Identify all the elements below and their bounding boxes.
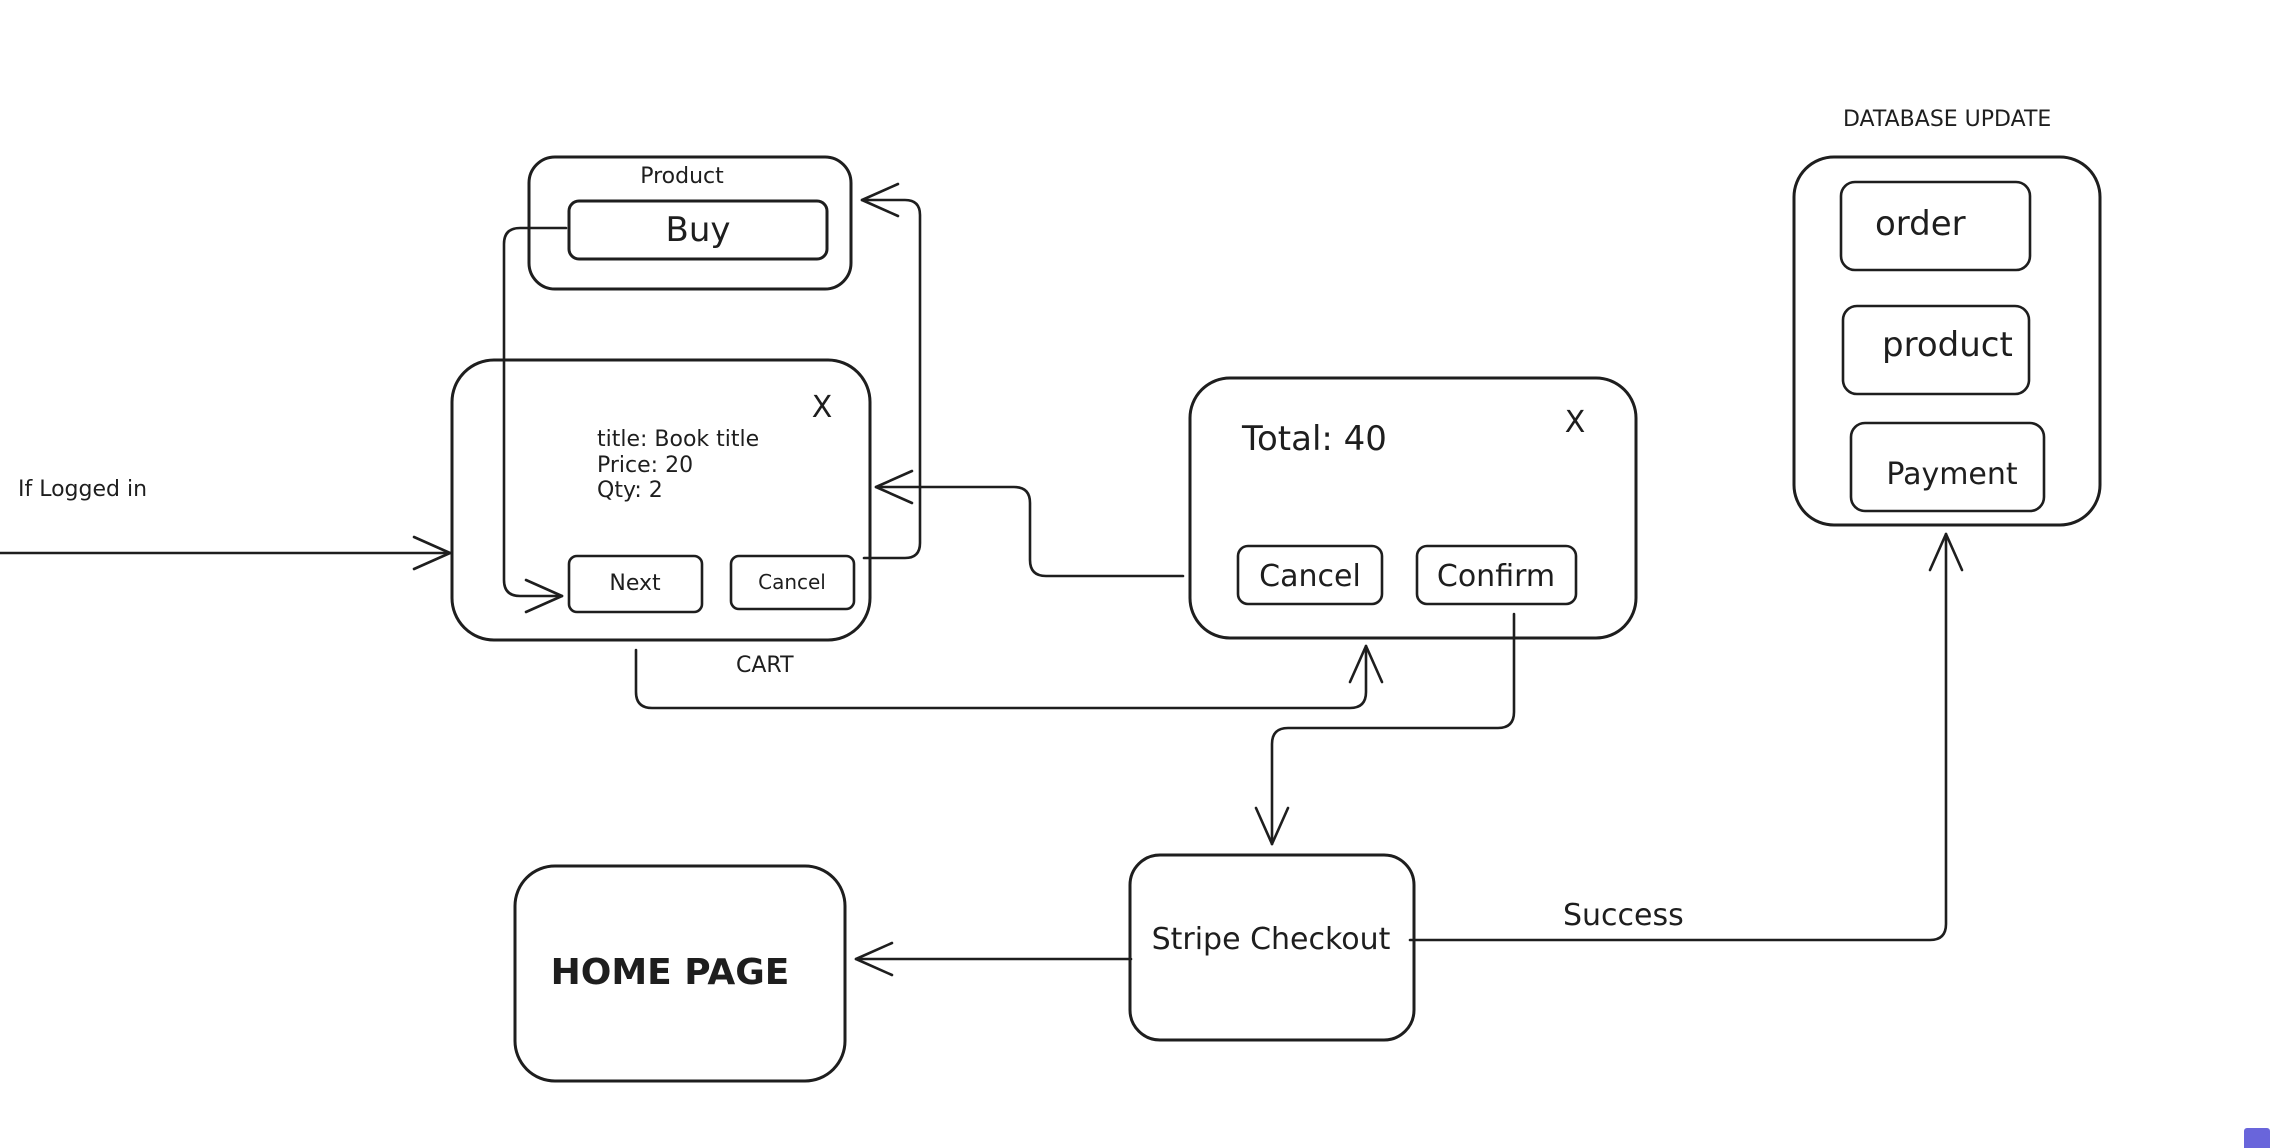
database-item-product-label: product [1882,325,2013,365]
cart-price-line: Price: 20 [597,453,693,478]
database-item-order-label: order [1875,204,1966,244]
cart-card: X title: Book title Price: 20 Qty: 2 Nex… [450,358,872,642]
confirm-button-label: Confirm [1437,559,1555,594]
database-item-payment: Payment [1849,421,2046,513]
buy-button[interactable]: Buy [567,199,829,261]
checkout-card: Total: 40 X Cancel Confirm [1188,376,1638,640]
cart-cancel-button-label: Cancel [758,570,826,594]
cart-cancel-button[interactable]: Cancel [729,554,856,611]
cart-caption-label: CART [736,653,794,678]
database-item-order: order [1839,180,2032,272]
checkout-close-icon[interactable]: X [1565,405,1586,440]
buy-to-next-connector [502,226,568,614]
cancel-to-product-connector [860,182,922,560]
home-page-label: HOME PAGE [551,952,790,993]
product-card-title: Product [640,164,724,189]
stripe-checkout-label: Stripe Checkout [1152,922,1391,957]
checkout-cancel-to-cart-connector [874,469,1185,578]
cart-to-checkout-connector [634,644,1384,710]
next-button[interactable]: Next [567,554,704,614]
buy-button-label: Buy [666,210,731,250]
checkout-cancel-button-label: Cancel [1259,559,1361,594]
checkout-total: Total: 40 [1241,419,1387,459]
checkout-cancel-button[interactable]: Cancel [1236,544,1384,606]
stripe-checkout-box: Stripe Checkout [1128,853,1416,1042]
stripe-success-to-database-connector [1408,532,1964,942]
if-logged-in-label: If Logged in [18,477,147,502]
database-box: order product Payment [1792,155,2102,527]
cart-qty-line: Qty: 2 [597,478,663,503]
cart-close-icon[interactable]: X [812,390,833,425]
next-button-label: Next [609,571,661,596]
cart-title-line: title: Book title [597,427,759,452]
home-page-box: HOME PAGE [513,864,847,1083]
corner-badge-icon [2244,1128,2270,1148]
database-item-payment-label: Payment [1886,457,2018,492]
confirm-to-stripe-connector [1254,612,1516,846]
database-item-product: product [1841,304,2031,396]
database-update-label: DATABASE UPDATE [1843,107,2051,132]
success-label: Success [1563,898,1684,933]
confirm-button[interactable]: Confirm [1415,544,1578,606]
product-card: Product Buy [527,155,853,291]
